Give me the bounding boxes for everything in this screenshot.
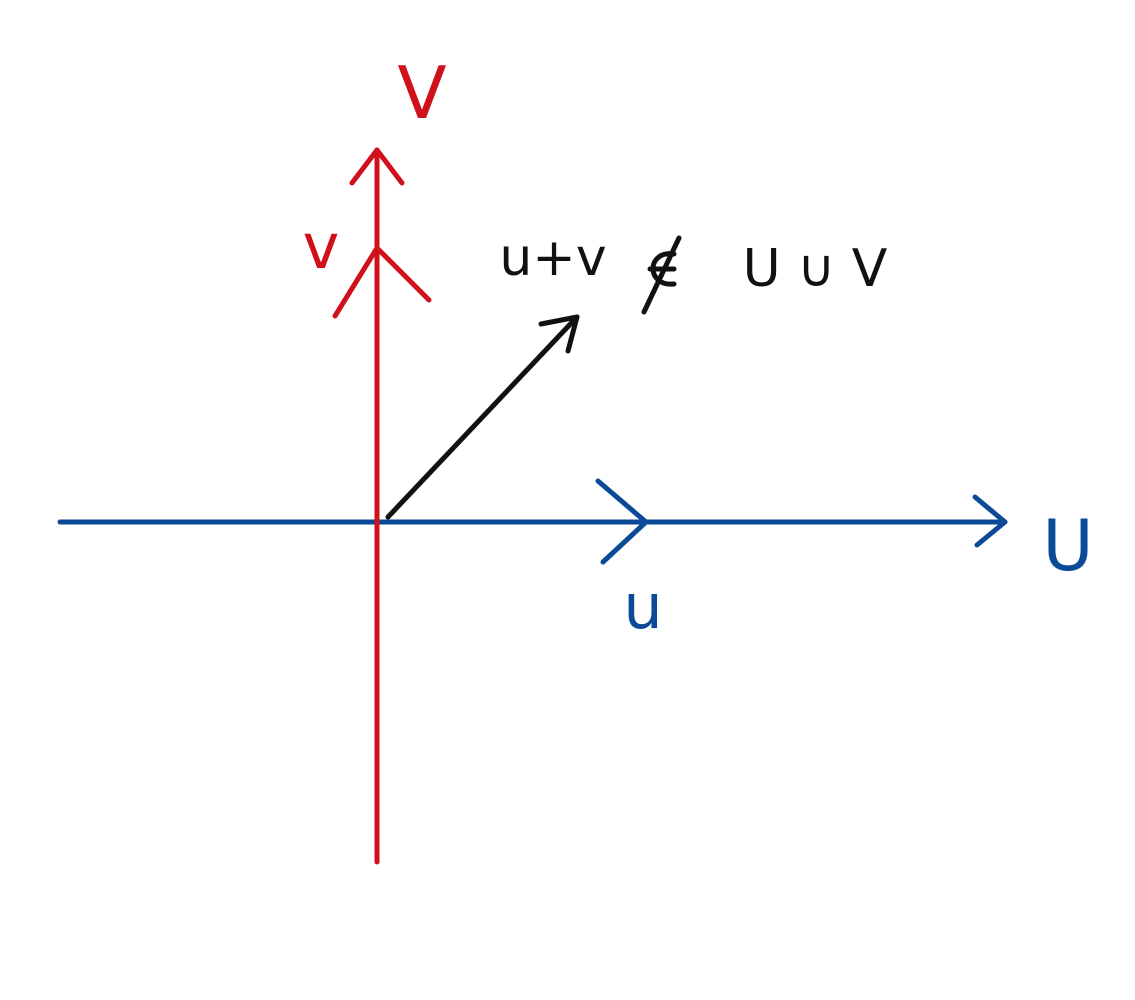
v-vector-arrowhead — [332, 245, 432, 319]
not-element-of-symbol — [641, 235, 682, 315]
sum-vector-label: u+v — [499, 228, 606, 288]
u-axis-arrowhead — [972, 494, 1008, 548]
u-vector-arrowhead — [595, 478, 649, 565]
v-axis-arrowhead — [349, 147, 405, 186]
v-axis-label: V — [397, 51, 446, 135]
sum-vector-line — [385, 314, 580, 520]
sum-vector — [385, 314, 580, 520]
sum-vector-arrowhead — [538, 314, 580, 354]
v-vector-label: v — [303, 210, 340, 283]
u-axis-label: U — [1042, 505, 1093, 587]
union-set-label: U ∪ V — [743, 239, 888, 299]
u-subspace — [57, 478, 1008, 565]
u-vector-label: u — [623, 570, 662, 643]
v-subspace — [332, 147, 432, 865]
